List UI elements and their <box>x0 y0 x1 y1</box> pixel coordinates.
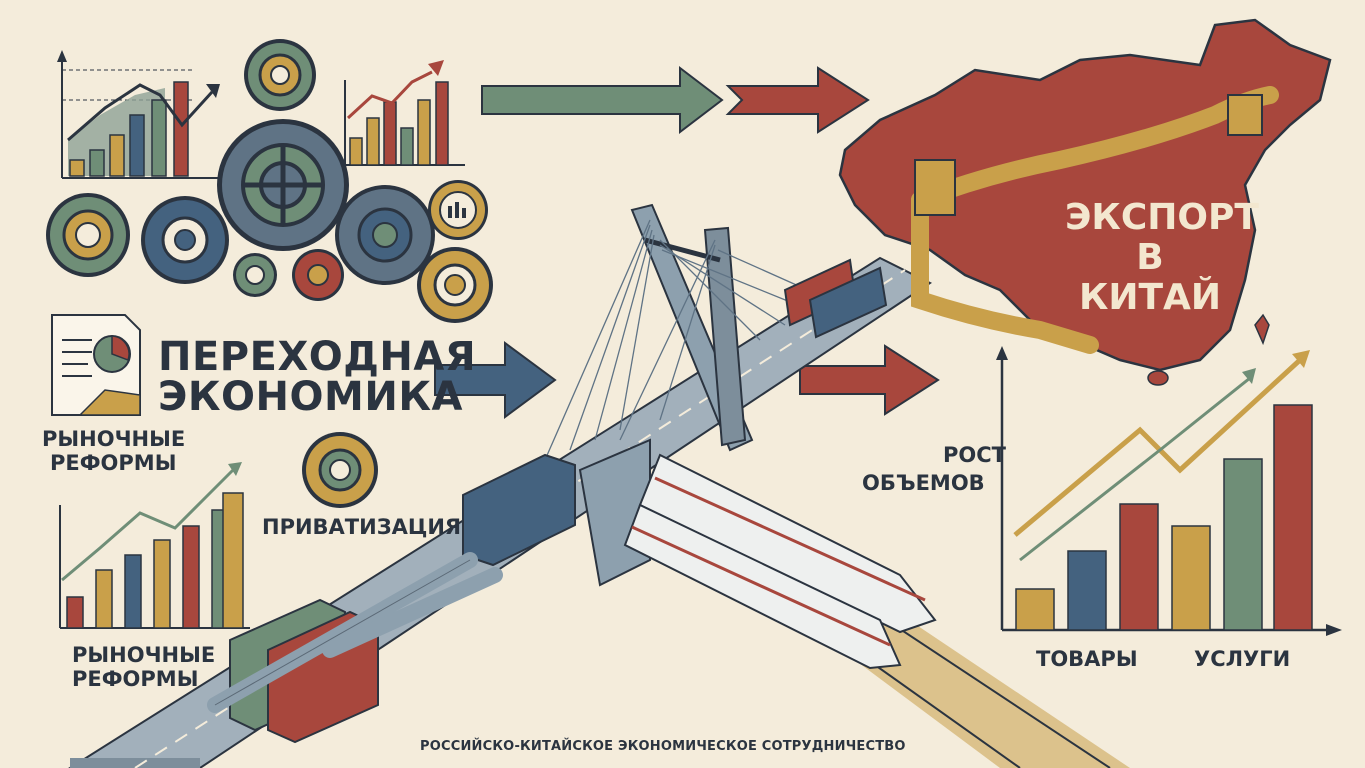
bottom-left-chart <box>59 462 250 629</box>
trucks <box>783 258 888 339</box>
export-to-china-line1: ЭКСПОРТ <box>1065 197 1259 238</box>
transition-economy-label-line1: ПЕРЕХОДНАЯ <box>158 334 477 380</box>
gear-icon <box>141 196 229 284</box>
gear-icon <box>335 185 435 285</box>
services-label: УСЛУГИ <box>1194 647 1291 671</box>
privatization-label: ПРИВАТИЗАЦИЯ <box>262 515 462 539</box>
caption: РОССИЙСКО-КИТАЙСКОЕ ЭКОНОМИЧЕСКОЕ СОТРУД… <box>420 739 906 754</box>
market-reforms-top-line1: РЫНОЧНЫЕ <box>42 427 186 451</box>
gear-icon <box>244 39 316 111</box>
volume-growth-line2: ОБЪЕМОВ <box>862 471 985 495</box>
china-map <box>838 18 1332 386</box>
high-speed-train <box>623 453 937 670</box>
gear-icon <box>428 180 488 240</box>
gear-icon <box>233 253 277 297</box>
pipelines <box>207 552 503 713</box>
market-reforms-top-line2: РЕФОРМЫ <box>50 451 177 475</box>
market-reforms-bottom-line2: РЕФОРМЫ <box>72 667 199 691</box>
right-growth-chart <box>996 346 1342 636</box>
gear-icon <box>302 432 378 508</box>
gear-icon <box>417 247 493 323</box>
gear-icon <box>217 119 349 251</box>
top-left-chart <box>57 50 235 183</box>
gear-cluster <box>46 39 493 508</box>
transition-economy-label-line2: ЭКОНОМИКА <box>158 374 463 420</box>
top-middle-chart <box>344 60 465 166</box>
gear-icon <box>292 249 344 301</box>
export-to-china-line2: В КИТАЙ <box>1078 237 1222 318</box>
volume-growth-line1: РОСТ <box>943 443 1006 467</box>
market-reforms-bottom-line1: РЫНОЧНЫЕ <box>72 643 216 667</box>
document-chart-icon <box>51 314 141 416</box>
goods-label: ТОВАРЫ <box>1036 647 1138 671</box>
gear-icon <box>46 193 130 277</box>
flow-arrows <box>434 65 940 419</box>
